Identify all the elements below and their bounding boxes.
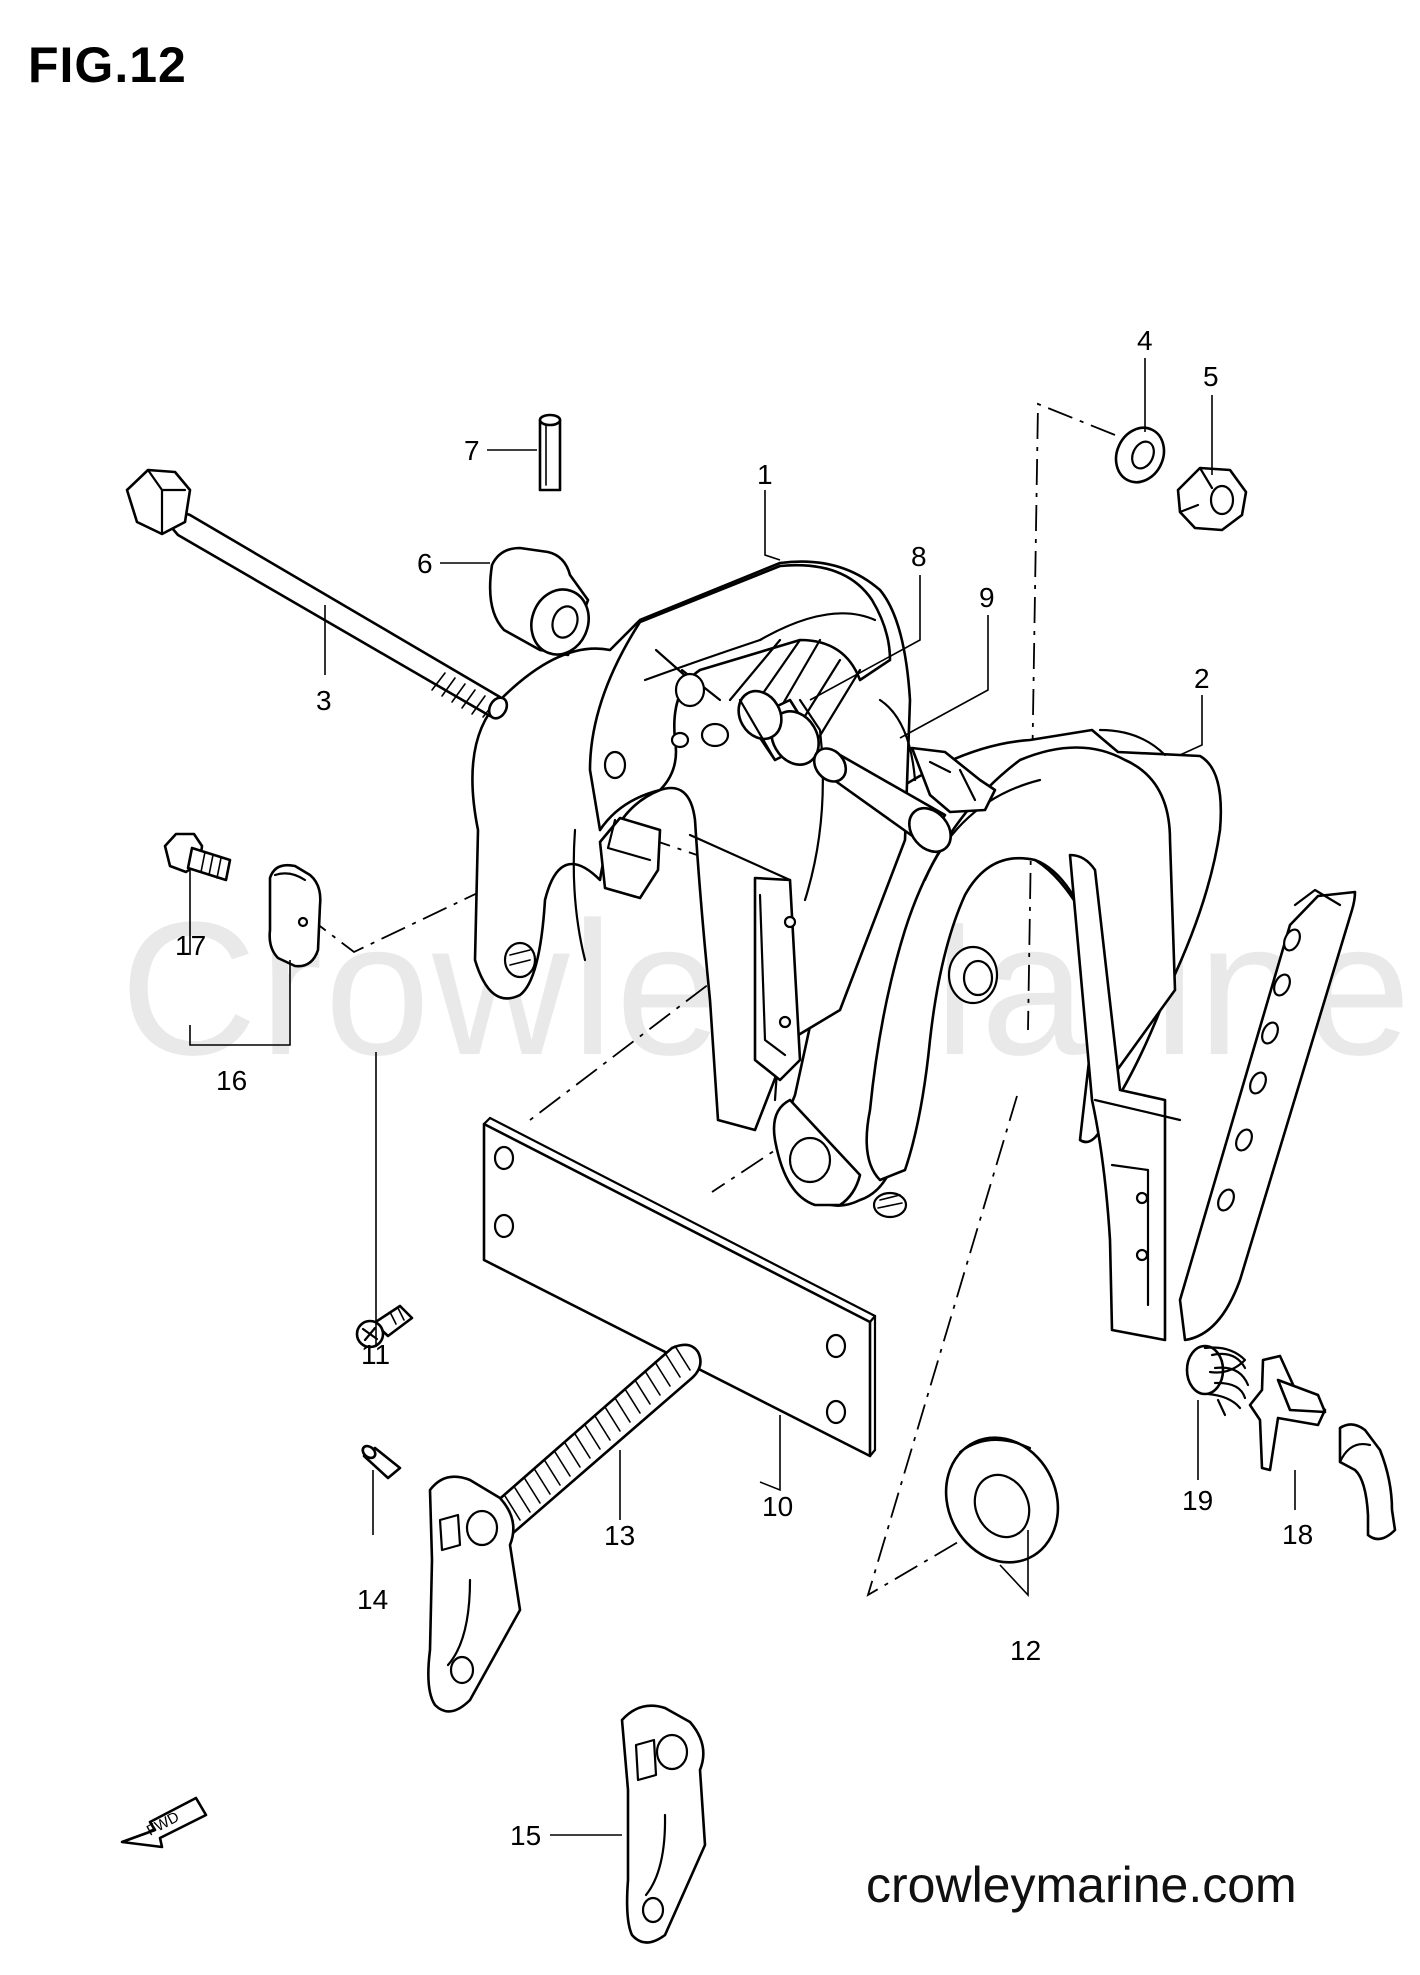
part-12-thrust-washer — [944, 1436, 1060, 1564]
callout-7: 7 — [464, 435, 480, 466]
part-9-pin — [812, 747, 952, 854]
callout-15: 15 — [510, 1820, 541, 1851]
part-18-lock-lever — [1248, 1354, 1397, 1541]
part-16-cover — [268, 863, 322, 968]
part-14-pin — [361, 1444, 402, 1480]
callout-13: 13 — [604, 1520, 635, 1551]
part-19-spring — [1185, 1344, 1250, 1417]
callout-8: 8 — [911, 541, 927, 572]
callout-1: 1 — [757, 459, 773, 490]
part-17-bolt — [163, 832, 232, 882]
callout-9: 9 — [979, 582, 995, 613]
callout-16: 16 — [216, 1065, 247, 1096]
part-1-clamp-bracket — [471, 560, 997, 1132]
part-4-washer — [1114, 426, 1166, 484]
part-7-pin — [538, 413, 562, 492]
callout-labels: 1 2 3 4 5 6 7 8 9 10 11 12 13 14 15 16 1… — [175, 325, 1313, 1851]
website-url: crowleymarine.com — [866, 1857, 1297, 1913]
leader-lines — [189, 358, 1296, 1836]
callout-19: 19 — [1182, 1485, 1213, 1516]
callout-4: 4 — [1137, 325, 1153, 356]
callout-3: 3 — [316, 685, 332, 716]
callout-10: 10 — [762, 1491, 793, 1522]
callout-14: 14 — [357, 1584, 388, 1615]
callout-17: 17 — [175, 930, 206, 961]
part-15-swivel-pad — [620, 1704, 707, 1944]
part-3-through-bolt — [125, 468, 509, 720]
callout-12: 12 — [1010, 1635, 1041, 1666]
part-5-nut — [1176, 466, 1248, 532]
part-10-plate — [482, 1116, 877, 1458]
part-8-pin — [737, 689, 820, 766]
callout-18: 18 — [1282, 1519, 1313, 1550]
part-6-bushing — [488, 546, 590, 657]
callout-2: 2 — [1194, 663, 1210, 694]
callout-6: 6 — [417, 548, 433, 579]
part-13-clamp-screw — [427, 1343, 702, 1713]
figure-title: FIG.12 — [28, 37, 187, 93]
callout-11: 11 — [361, 1339, 390, 1370]
callout-5: 5 — [1203, 361, 1219, 392]
fwd-arrow-icon: FWD — [120, 1796, 208, 1849]
